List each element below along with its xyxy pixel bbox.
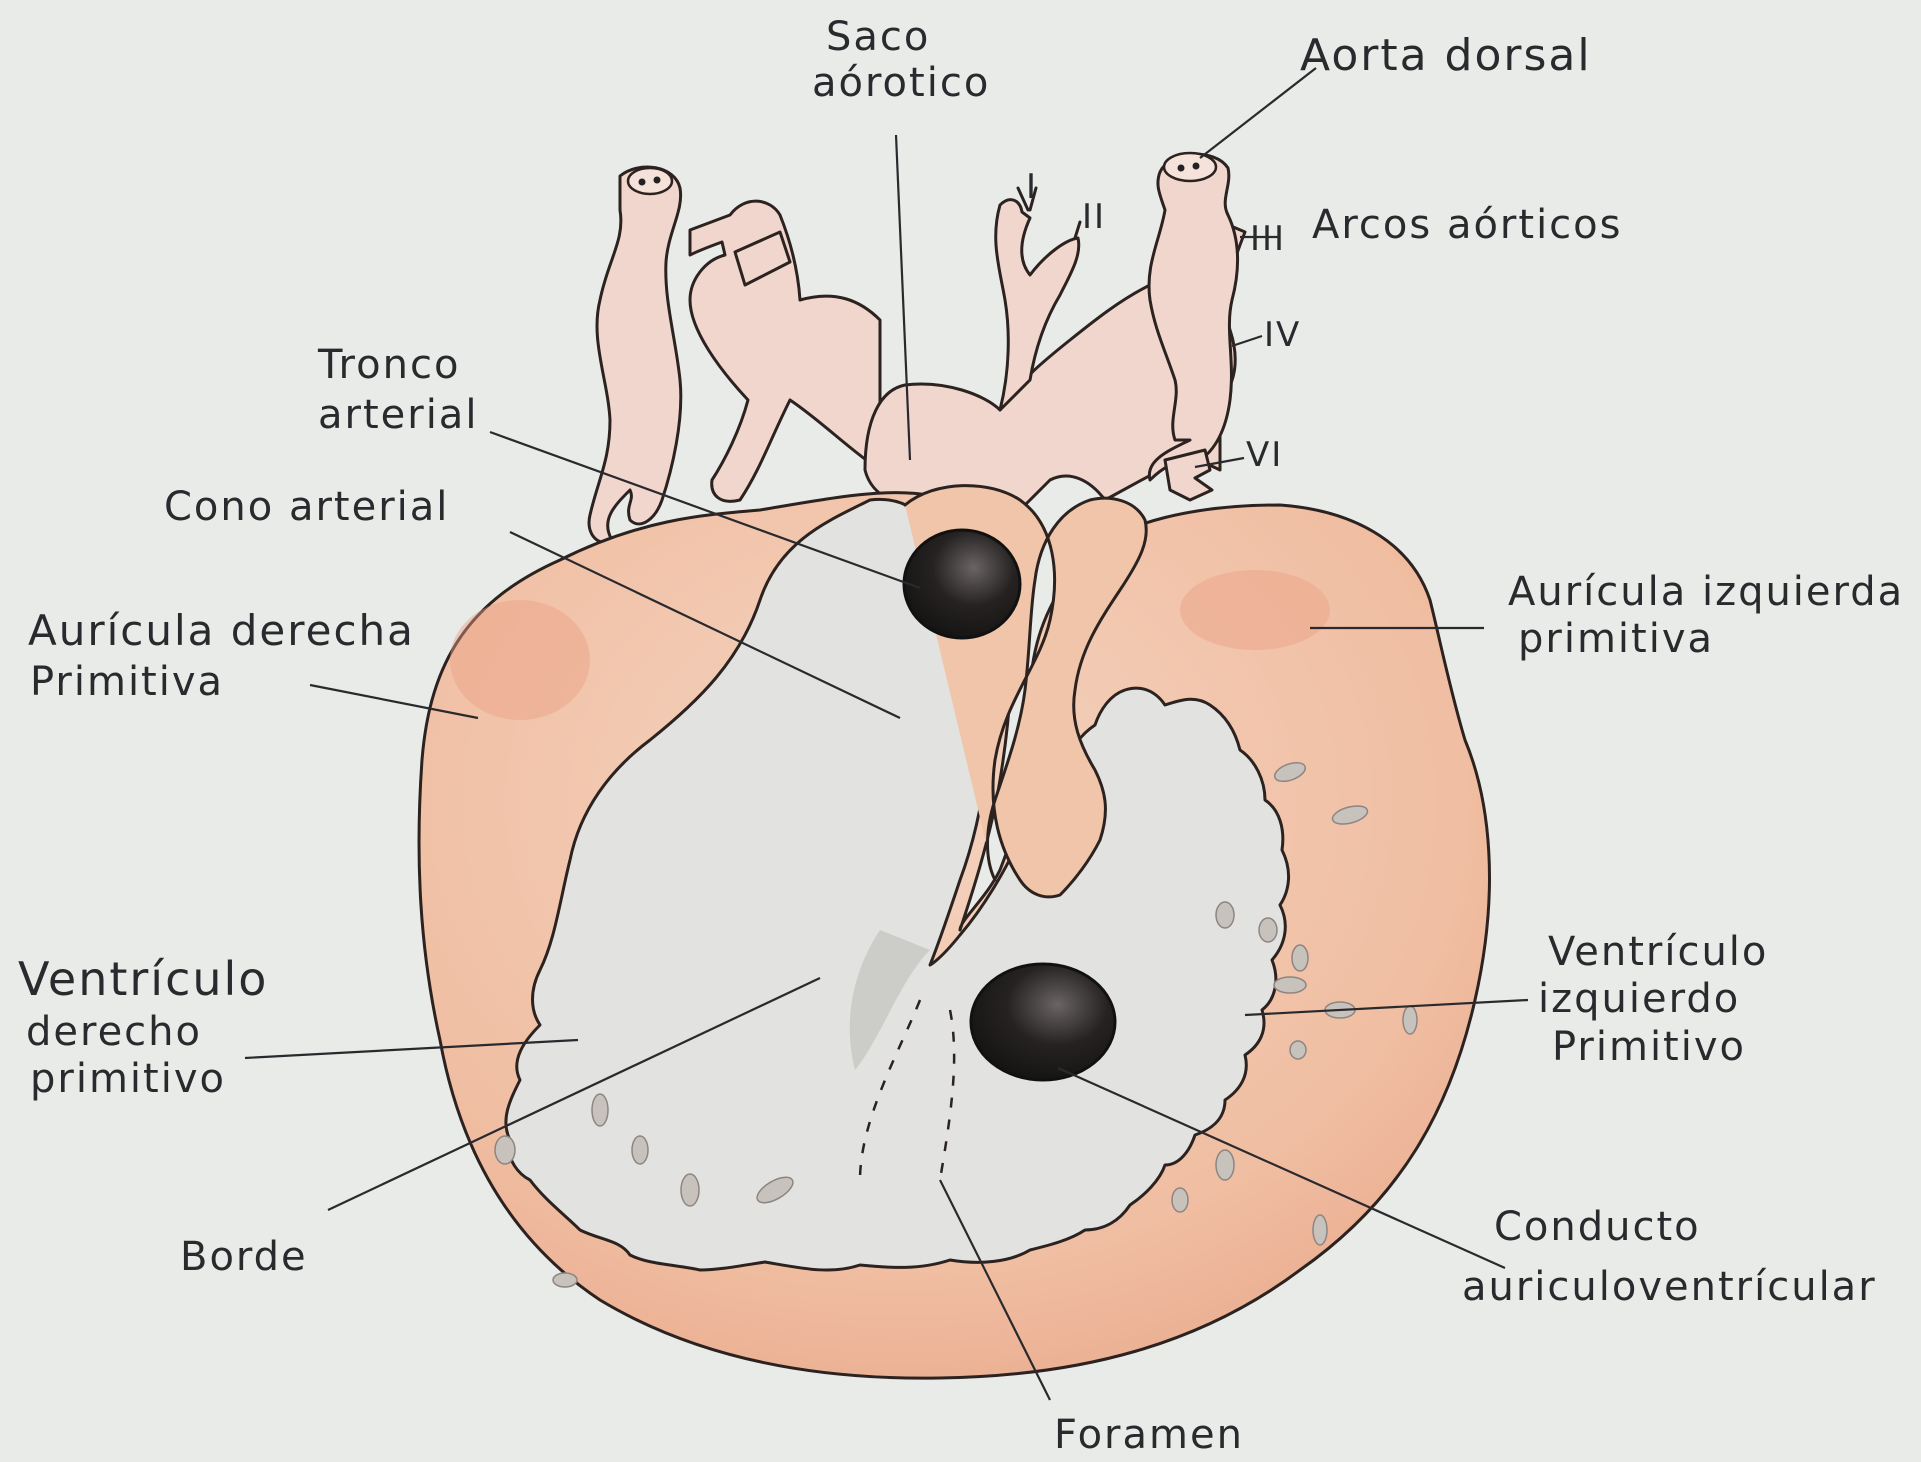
label-ventriculo-izquierdo-1: Ventrículo: [1548, 929, 1768, 975]
label-arch-vi: VI: [1246, 435, 1283, 475]
label-auriculoventricular: auriculoventrícular: [1462, 1264, 1877, 1310]
label-primitiva-derecha: Primitiva: [30, 659, 224, 705]
dorsal-aorta-left: [589, 167, 681, 542]
label-conducto: Conducto: [1494, 1204, 1701, 1250]
aortic-arches: [589, 153, 1245, 542]
label-borde: Borde: [180, 1234, 308, 1280]
arch-vi: [1165, 450, 1212, 500]
dorsal-aorta-left-lumen: [628, 168, 672, 194]
label-arch-iv: IV: [1264, 315, 1301, 355]
label-saco: Saco: [826, 14, 930, 60]
label-auricula-izquierda: Aurícula izquierda: [1508, 569, 1904, 615]
label-arch-iii: III: [1250, 219, 1286, 259]
left-atrium-shade: [1180, 570, 1330, 650]
av-canal-opening: [971, 964, 1115, 1080]
label-arch-i: I: [1026, 167, 1038, 207]
truncus-opening: [904, 530, 1020, 638]
label-arcos-aorticos: Arcos aórticos: [1312, 202, 1622, 248]
label-aortico: aórotico: [812, 60, 990, 106]
label-ventriculo-derecho-2: derecho: [26, 1009, 202, 1055]
label-ventriculo-izquierdo-3: Primitivo: [1552, 1024, 1746, 1070]
label-foramen: Foramen: [1054, 1412, 1244, 1458]
label-ventriculo-izquierdo-2: izquierdo: [1538, 976, 1740, 1022]
label-ventriculo-derecho-1: Ventrículo: [18, 952, 268, 1006]
label-cono-arterial: Cono arterial: [164, 484, 449, 530]
label-arterial: arterial: [318, 392, 478, 438]
label-aorta-dorsal: Aorta dorsal: [1300, 30, 1592, 81]
heart-body: [419, 483, 1489, 1378]
label-tronco: Tronco: [317, 342, 460, 388]
label-arch-ii: II: [1082, 197, 1106, 237]
label-primitiva-izquierda: primitiva: [1518, 616, 1714, 662]
label-ventriculo-derecho-3: primitivo: [30, 1056, 226, 1102]
label-auricula-derecha: Aurícula derecha: [28, 606, 415, 655]
dorsal-aorta-right-lumen: [1164, 153, 1216, 181]
right-atrium-shade: [450, 600, 590, 720]
